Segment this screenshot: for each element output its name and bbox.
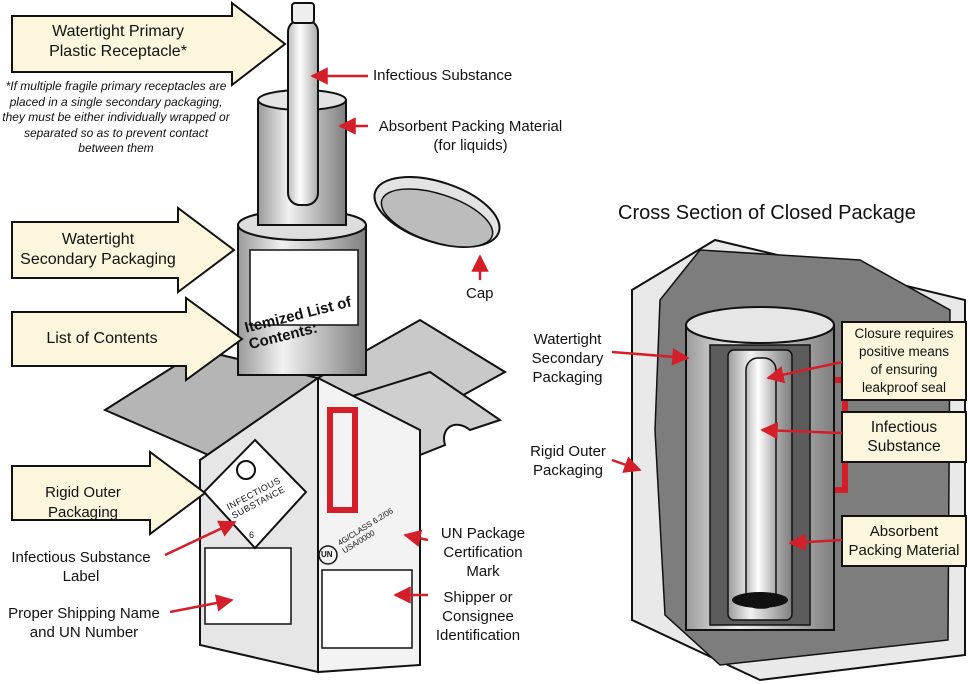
cross-rigid-outer-label: Rigid Outer Packaging xyxy=(530,443,606,479)
proper-shipping-callout: Proper Shipping Name and UN Number xyxy=(8,605,160,641)
orientation-arrows-panel xyxy=(327,407,358,513)
rigid-outer-callout: Rigid Outer Packaging xyxy=(45,484,121,521)
callout-closure-box xyxy=(841,321,967,401)
fragile-receptacle-footnote: *If multiple fragile primary receptacles… xyxy=(2,79,230,155)
primary-receptacle-callout: Watertight Primary Plastic Receptacle* xyxy=(49,23,187,60)
arrow-rigid-outer xyxy=(11,450,207,536)
callout-infectious-box xyxy=(841,411,967,463)
cross-secondary-label: Watertight Secondary Packaging xyxy=(531,331,604,386)
closure-lid xyxy=(685,306,835,344)
arrow-secondary-packaging xyxy=(11,206,236,294)
cross-infectious-text: Infectious Substance xyxy=(867,419,941,455)
secondary-packaging-callout: Watertight Secondary Packaging xyxy=(20,231,176,268)
callout-arrows xyxy=(11,0,287,536)
cross-callout-boxes xyxy=(841,321,967,567)
secondary-container-illustration xyxy=(237,2,367,376)
absorbent-material-label: Absorbent Packing Material (for liquids) xyxy=(378,118,563,154)
shipper-identification-callout: Shipper or Consignee Identification xyxy=(435,589,521,644)
tube-cap xyxy=(291,2,315,24)
arrow-list-of-contents xyxy=(11,296,244,382)
cross-section-title: Cross Section of Closed Package xyxy=(618,202,916,224)
un-certification-callout: UN Package Certification Mark xyxy=(440,525,526,580)
diamond-class-number: 6 xyxy=(249,530,255,540)
arrow-primary-receptacle xyxy=(11,0,287,88)
infectious-diamond-label xyxy=(202,438,308,550)
biohazard-icon xyxy=(236,460,256,480)
right-pointer-lines xyxy=(611,348,843,551)
box-flap-right xyxy=(337,370,503,457)
cross-absorbent-text: Absorbent Packing Material xyxy=(848,523,960,559)
un-symbol-icon xyxy=(318,545,338,565)
shipping-name-area xyxy=(204,547,292,625)
consignee-area xyxy=(321,569,413,649)
infectious-label-callout: Infectious Substance Label xyxy=(11,549,151,585)
closure-callout-text: Closure requires positive means of ensur… xyxy=(854,326,954,395)
list-of-contents-callout: List of Contents xyxy=(46,330,158,347)
secondary-cap-illustration xyxy=(373,176,501,248)
cap-label: Cap xyxy=(466,285,494,302)
container-bottom xyxy=(732,592,788,608)
secondary-label-area xyxy=(249,249,359,326)
left-pointer-lines xyxy=(164,67,489,614)
un-symbol-text: UN xyxy=(321,550,333,559)
primary-tube-section xyxy=(745,357,777,609)
infectious-substance-label: Infectious Substance xyxy=(373,67,513,84)
primary-receptacle-tube xyxy=(287,19,319,206)
